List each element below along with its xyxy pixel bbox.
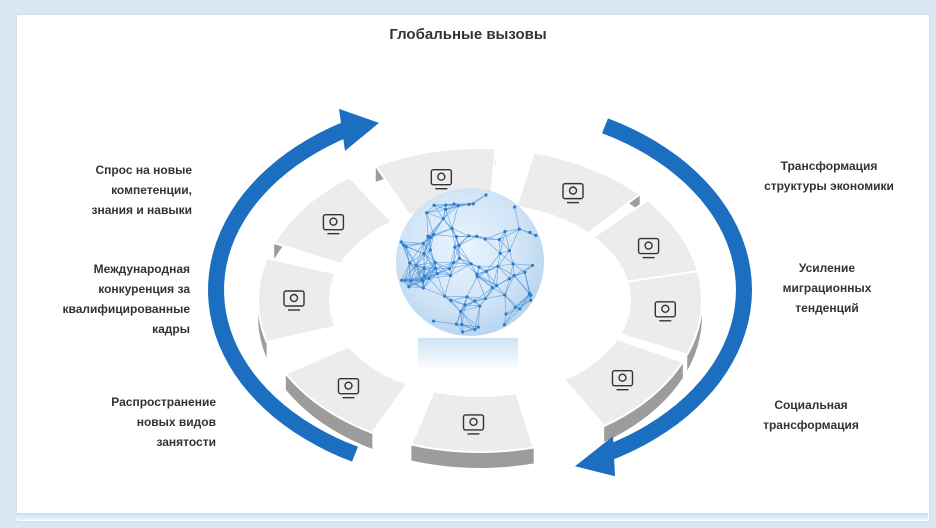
right-cycle-arrow	[602, 118, 753, 462]
globe-factory-icon	[637, 237, 660, 259]
diagram-title: Глобальные вызовы	[389, 26, 547, 43]
checklist-person-icon	[562, 182, 584, 204]
segment-2	[514, 151, 642, 235]
gear-factory-icon	[611, 370, 634, 391]
person-network-icon	[430, 169, 453, 190]
left-cycle-arrow	[208, 121, 358, 462]
segment-5	[562, 337, 685, 428]
worker-briefcase-icon	[283, 290, 305, 311]
segment-9	[272, 175, 394, 266]
home-office-icon	[462, 414, 485, 435]
segment-side	[285, 373, 373, 449]
crowd-icon	[337, 377, 360, 399]
people-screen-icon	[322, 213, 345, 235]
segment-ring	[256, 147, 703, 468]
segment-4	[618, 269, 703, 356]
segment-side	[687, 270, 702, 371]
bottom-rule	[16, 513, 928, 520]
globe-people-icon	[654, 301, 676, 322]
segment-icons	[283, 169, 676, 435]
left-arrow-head	[339, 108, 379, 151]
segment-7	[284, 345, 409, 435]
globe-reflection	[418, 338, 518, 372]
right-arrow-head	[575, 436, 616, 477]
segment-side	[604, 361, 683, 443]
segment-6	[410, 390, 536, 453]
network-globe	[396, 188, 544, 372]
cycle-arrows	[208, 108, 753, 477]
